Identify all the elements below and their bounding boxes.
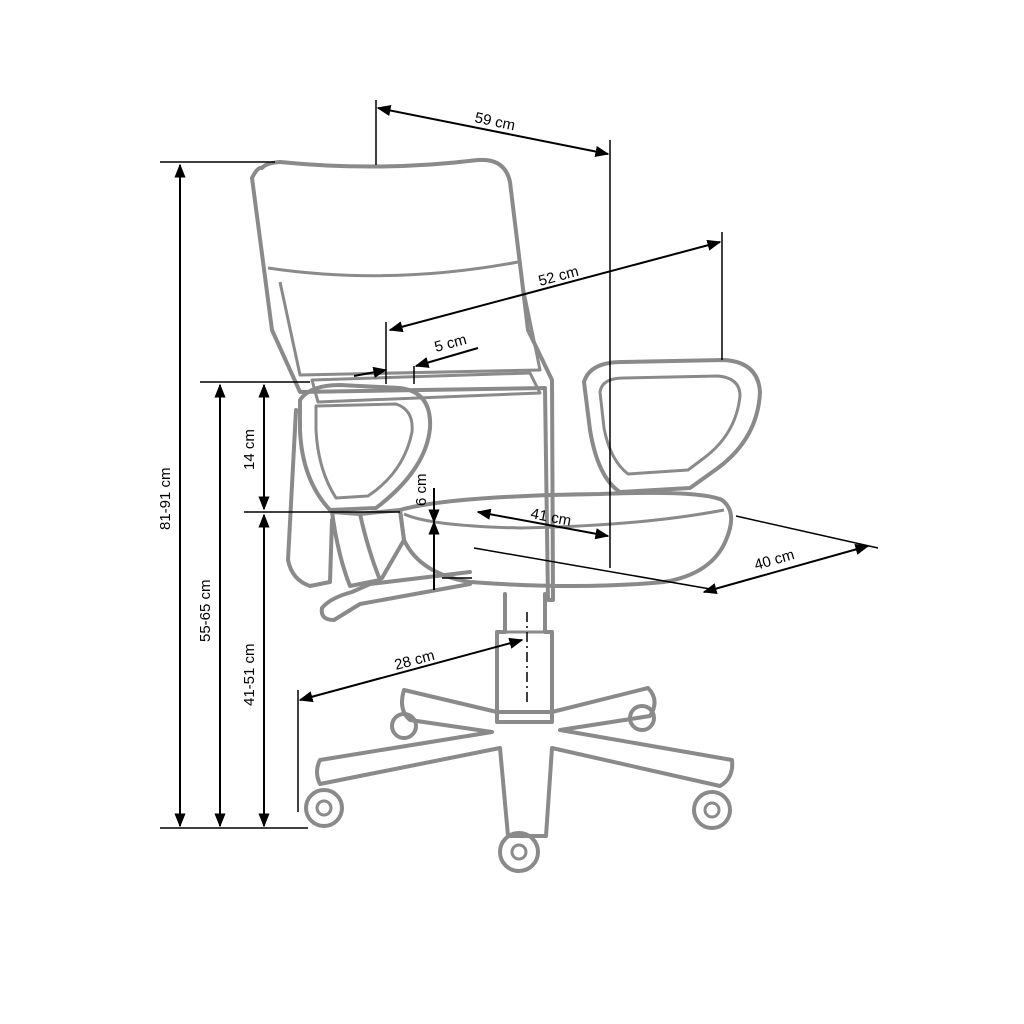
back-strap: [310, 371, 542, 404]
label-seat-depth: 41 cm: [529, 505, 572, 529]
headrest-seam: [267, 260, 519, 278]
dim-line-seat-depth: [476, 508, 610, 540]
seat: [398, 490, 734, 588]
chair-drawing: [250, 157, 762, 873]
dim-line-seat-width: [702, 544, 870, 594]
caster-left: [304, 788, 344, 828]
dim-line-back-width: [388, 239, 722, 333]
caster-front: [498, 831, 540, 873]
dim-line-back-gap-b: [414, 347, 479, 368]
label-total-height: 81-91 cm: [157, 467, 174, 530]
right-armrest: [582, 358, 762, 494]
left-armrest: [298, 383, 433, 512]
caster-back-right: [628, 704, 656, 732]
left-arm-support: [286, 408, 334, 588]
right-armrest-inner: [598, 374, 742, 476]
caster-right: [692, 790, 732, 830]
dim-line-width: [376, 104, 610, 158]
label-arm-floor-height: 55-65 cm: [197, 579, 214, 642]
left-armrest-inner: [314, 402, 414, 500]
label-seat-height: 41-51 cm: [241, 643, 258, 706]
gas-lift: [495, 592, 554, 724]
backrest-outline: [250, 157, 555, 602]
label-seat-thickness: 6 cm: [413, 473, 430, 506]
backrest-inner: [278, 281, 542, 377]
caster-back-left: [390, 712, 418, 740]
label-seat-width: 40 cm: [752, 546, 796, 574]
label-arm-height: 14 cm: [241, 429, 258, 470]
seat-shell: [330, 510, 382, 588]
height-lever: [319, 570, 472, 622]
star-base: [315, 686, 735, 838]
dimension-lines: [160, 100, 879, 829]
dim-line-back-gap: [353, 366, 388, 378]
dim-line-base: [298, 637, 524, 703]
